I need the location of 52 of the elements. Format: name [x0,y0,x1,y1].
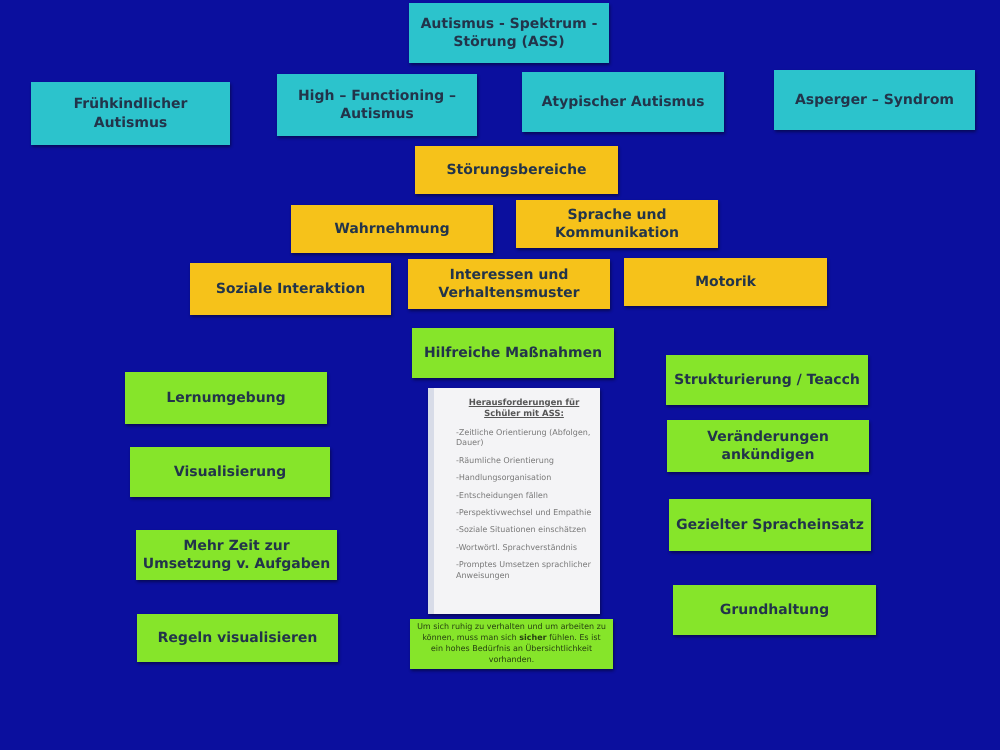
list-item: -Handlungsorganisation [456,473,552,484]
card-label: Lernumgebung [166,388,286,408]
list-item: -Entscheidungen fällen [456,490,549,502]
label-card [291,205,493,253]
card-label: Veränderungen ankündigen [706,428,830,464]
label-card [774,70,975,130]
label-card [130,447,330,497]
label-card [408,259,610,309]
card-label: Grundhaltung [720,600,830,620]
card-label: Visualisierung [174,462,286,482]
card-label: Hilfreiche Maßnahmen [424,344,602,362]
label-card [673,585,876,635]
card-label: Mehr Zeit zur Umsetzung v. Aufgaben [142,536,331,574]
list-item: -Räumliche Orientierung [456,456,556,466]
label-card [516,200,718,248]
list-item: -Zeitliche Orientierung (Abfolgen, Dauer) [456,428,592,449]
list-item: -Wortwörtl. Sprachverständnis [456,542,578,554]
card-label: Soziale Interaktion [216,280,366,298]
list-item: -Promptes Umsetzen sprachlicher Anweisungen [456,560,592,581]
label-card [415,146,618,194]
card-label: Strukturierung / Teacch [674,370,860,390]
paper-sheet [428,388,600,614]
note-text: Um sich ruhig zu verhalten und um arbeiten zu können, muss man sich sicher fühlen. Es ist ein hohes Bedürfnis an Übersichtlichkeit vorhanden. [416,622,607,666]
label-card [136,530,337,580]
list-item: -Soziale Situationen einschätzen [456,525,588,536]
card-label: High – Functioning – Autismus [296,86,458,124]
label-card [666,355,868,405]
sheet-heading: Herausforderungen für Schüler mit ASS: [468,398,580,420]
card-label: Störungsbereiche [446,160,587,180]
label-card [277,74,477,136]
label-card [125,372,327,424]
label-card [669,499,871,551]
label-card [624,258,827,306]
note-card [410,619,613,669]
label-card [409,3,609,63]
card-label: Atypischer Autismus [542,92,704,112]
card-label: Regeln visualisieren [158,628,318,648]
card-label: Sprache und Kommunikation [554,206,680,242]
card-label: Gezielter Spracheinsatz [676,516,864,534]
card-label: Autismus - Spektrum - Störung (ASS) [420,14,598,52]
card-label: Wahrnehmung [334,220,450,238]
label-card [31,82,230,145]
label-card [412,328,614,378]
label-card [137,614,338,662]
card-label: Frühkindlicher Autismus [72,95,188,132]
card-label: Interessen und Verhaltensmuster [437,266,581,302]
card-label: Motorik [695,272,756,292]
label-card [667,420,869,472]
card-label: Asperger – Syndrom [794,90,954,110]
label-card [190,263,391,315]
label-card [522,72,724,132]
list-item: -Perspektivwechsel und Empathie [456,508,592,518]
